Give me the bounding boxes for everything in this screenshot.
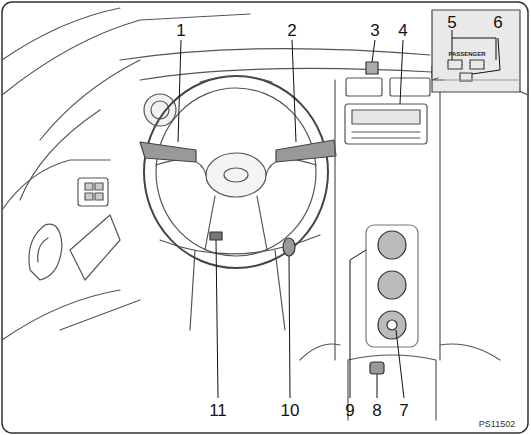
callout-number: 5 (447, 14, 456, 31)
figure-code: PS11502 (479, 420, 515, 429)
callout-number: 6 (493, 14, 502, 31)
callout-number: 9 (345, 402, 354, 419)
callout-number: 2 (287, 22, 296, 39)
callout-number: 11 (209, 402, 227, 419)
callout-number: 8 (372, 402, 381, 419)
callout-number: 4 (398, 22, 407, 39)
callout-number: 7 (399, 402, 408, 419)
callout-number: 3 (370, 22, 379, 39)
callout-number: 10 (281, 402, 300, 419)
callout-number: 1 (176, 22, 185, 39)
switch-text: PASSENGER (448, 51, 485, 57)
